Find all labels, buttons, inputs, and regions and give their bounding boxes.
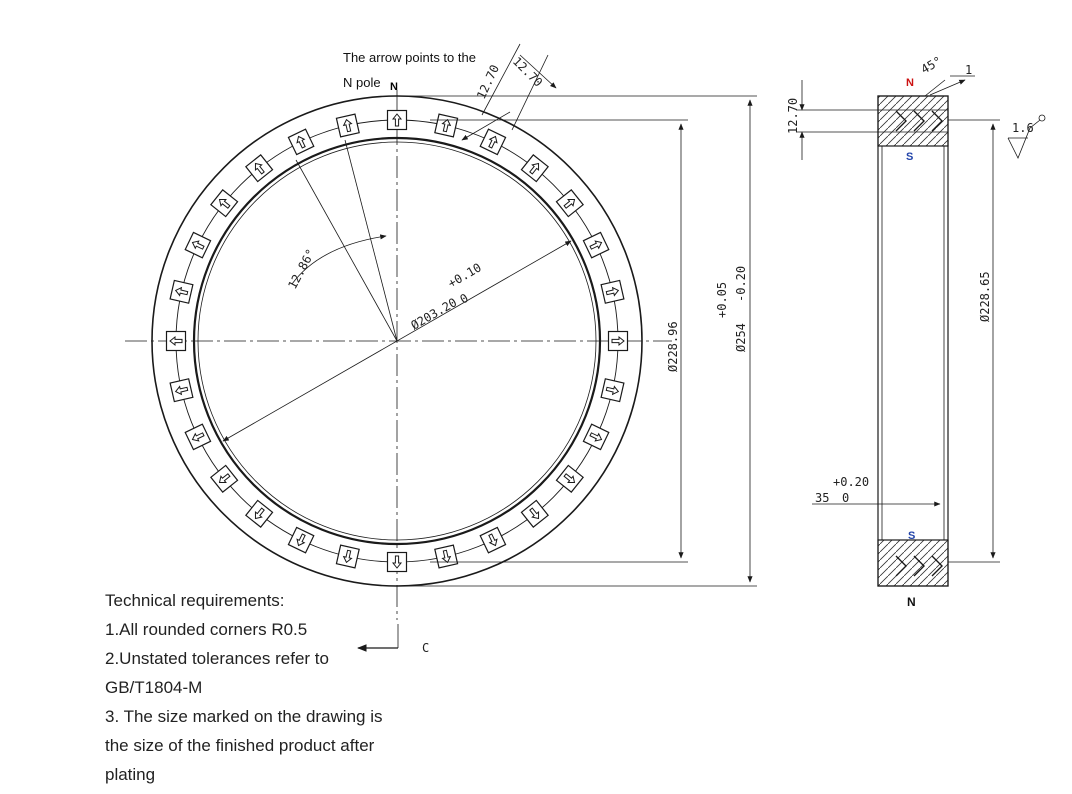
magnet-arrow-icon [589, 240, 603, 250]
magnet-block [555, 189, 584, 218]
magnet-block [386, 109, 408, 131]
tech-item: 3. The size marked on the drawing is [105, 707, 383, 726]
outer-diameter-label: Ø254 [734, 323, 748, 352]
magnet-width-label-a: 12.70 [474, 63, 502, 102]
roughness-label: 1.6 [1012, 121, 1034, 135]
magnet-block [479, 128, 507, 156]
magnet-block [245, 154, 274, 183]
magnet-block [287, 128, 315, 156]
magnet-arrow-icon [218, 198, 231, 209]
magnet-block [600, 378, 625, 403]
magnet-block [210, 464, 239, 493]
tech-item: plating [105, 765, 156, 784]
magnet-arrow-icon [605, 286, 620, 297]
magnet-arrow-icon [254, 507, 265, 520]
inner-tolerance-lower: 0 [458, 291, 471, 307]
magnet-block [287, 526, 315, 554]
top-magnet-section [877, 95, 949, 147]
outer-tolerance-lower: -0.20 [734, 266, 748, 302]
tech-item: the size of the finished product after [105, 736, 375, 755]
magnet-block [479, 526, 507, 554]
chamfer-size-label: 1 [965, 63, 972, 77]
magnet-arrow-icon [296, 135, 306, 149]
magnet-block [169, 378, 194, 403]
tech-item: 1.All rounded corners R0.5 [105, 620, 308, 639]
magnet-arrow-icon [296, 533, 306, 547]
side-pitch-diameter-label: Ø228.65 [978, 271, 992, 322]
side-bottom-south: S [908, 530, 915, 542]
thickness-label: 12.70 [786, 98, 800, 134]
magnet-block [169, 279, 194, 304]
magnet-arrow-icon [488, 135, 498, 149]
technical-requirements: Technical requirements: 1.All rounded co… [105, 586, 425, 789]
magnet-block [184, 231, 212, 259]
annotation-line-2: N pole [343, 75, 381, 90]
magnet-arrow-icon [191, 432, 205, 442]
magnet-block [555, 464, 584, 493]
magnet-arrow-icon [611, 335, 625, 347]
magnet-arrow-icon [605, 385, 620, 396]
magnet-block [335, 544, 360, 569]
magnet-block [582, 423, 610, 451]
magnet-block [184, 423, 212, 451]
magnet-arrow-icon [342, 549, 353, 564]
magnet-block [520, 154, 549, 183]
side-view [877, 95, 949, 587]
tech-item: 2.Unstated tolerances refer to [105, 649, 329, 668]
magnet-arrow-icon [391, 555, 403, 569]
magnet-block [607, 330, 629, 352]
magnet-arrow-icon [441, 549, 452, 564]
chamfer-angle-label: 45° [919, 54, 945, 77]
magnet-block [165, 330, 187, 352]
magnet-arrow-icon [169, 335, 183, 347]
magnet-arrow-icon [563, 198, 576, 209]
side-dimension-lines [796, 75, 1046, 563]
magnet-arrow-icon [391, 113, 403, 127]
side-body [877, 95, 949, 587]
side-top-south: S [906, 151, 913, 163]
height-tolerance-upper: +0.20 [833, 475, 869, 489]
magnet-arrow-icon [174, 286, 189, 297]
magnet-block [520, 499, 549, 528]
front-view [125, 90, 672, 620]
magnet-block [335, 113, 360, 138]
pitch-angle-label: 12.86° [285, 247, 318, 292]
magnet-block [434, 544, 459, 569]
section-marker-label: C [422, 641, 429, 655]
front-dimension-lines [222, 43, 757, 652]
bottom-magnet-section [877, 539, 949, 587]
outer-tolerance-upper: +0.05 [715, 282, 729, 318]
magnet-block [210, 189, 239, 218]
magnet-arrow-icon [218, 473, 231, 484]
height-tolerance-lower: 0 [842, 491, 849, 505]
magnet-block [600, 279, 625, 304]
magnet-arrow-icon [174, 385, 189, 396]
inner-diameter-label: Ø203.20 [409, 295, 460, 332]
magnet-arrow-icon [342, 118, 353, 133]
magnet-arrow-icon [441, 118, 452, 133]
side-bottom-north: N [907, 595, 916, 609]
inner-tolerance-upper: +0.10 [446, 260, 484, 290]
magnet-block [245, 499, 274, 528]
height-label: 35 [815, 491, 829, 505]
tech-title: Technical requirements: [105, 591, 285, 610]
magnet-arrow-icon [589, 432, 603, 442]
magnet-block [434, 113, 459, 138]
tech-item: GB/T1804-M [105, 678, 203, 697]
side-top-north: N [906, 77, 914, 89]
magnet-arrow-icon [529, 162, 540, 175]
magnet-block [386, 551, 408, 573]
annotation-line-1: The arrow points to the [343, 50, 476, 65]
magnet-arrow-icon [563, 473, 576, 484]
pitch-diameter-label: Ø228.96 [666, 321, 680, 372]
magnet-arrow-icon [254, 162, 265, 175]
magnet-arrow-icon [191, 240, 205, 250]
magnet-block [582, 231, 610, 259]
magnet-arrow-icon [529, 507, 540, 520]
north-pole-marker: N [390, 81, 398, 93]
magnet-arrow-icon [488, 533, 498, 547]
